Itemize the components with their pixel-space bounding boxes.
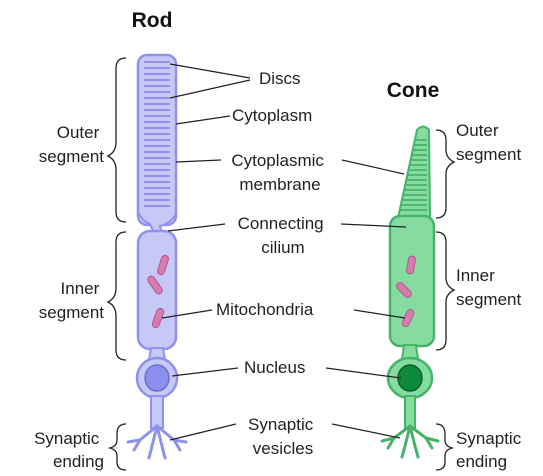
label-cytoplasm: Cytoplasm [232,106,312,125]
cone-title: Cone [387,79,440,102]
leader-membrane-cone [342,160,404,174]
label-discs: Discs [259,69,301,88]
leader-discs-top [170,64,250,78]
label-connecting-cilium: Connecting cilium [238,214,329,257]
leader-discs-bottom [170,80,250,98]
cone-cell [382,127,438,458]
leader-nucleus-rod [172,368,238,376]
brace-rod-outer-segment [108,58,126,222]
brace-cone-inner-segment [436,232,454,350]
label-mitochondria: Mitochondria [216,300,314,319]
label-nucleus: Nucleus [244,358,305,377]
rod-nucleus [145,365,169,391]
cone-axon [405,396,415,428]
cone-discs [400,140,427,210]
rod-title: Rod [132,9,173,32]
cone-synaptic-ending [382,426,438,457]
rod-cell [128,55,186,458]
label-rod-synaptic: Synaptic ending [34,429,104,471]
label-cone-inner: Inner segment [456,266,521,309]
brace-rod-inner-segment [108,232,126,360]
label-cytoplasmic-membrane: Cytoplasmic membrane [231,151,328,194]
label-cone-outer: Outer segment [456,121,521,164]
leader-vesicles-rod [170,424,236,440]
leader-cilium-rod [168,224,225,231]
label-rod-inner: Inner segment [39,279,104,322]
cone-inner-segment [390,216,434,346]
label-rod-outer: Outer segment [39,123,104,166]
brace-cone-outer-segment [436,130,454,218]
leader-vesicles-cone [332,424,400,438]
label-synaptic-vesicles: Synaptic vesicles [248,415,318,458]
brace-cone-synaptic [436,424,452,470]
rod-synaptic-ending [128,426,186,458]
leader-cytoplasm [176,116,230,124]
cone-nucleus [398,365,422,391]
brace-rod-synaptic [110,424,126,470]
rod-axon [151,396,163,428]
leader-membrane-rod [176,160,221,162]
label-cone-synaptic: Synaptic ending [456,429,526,471]
